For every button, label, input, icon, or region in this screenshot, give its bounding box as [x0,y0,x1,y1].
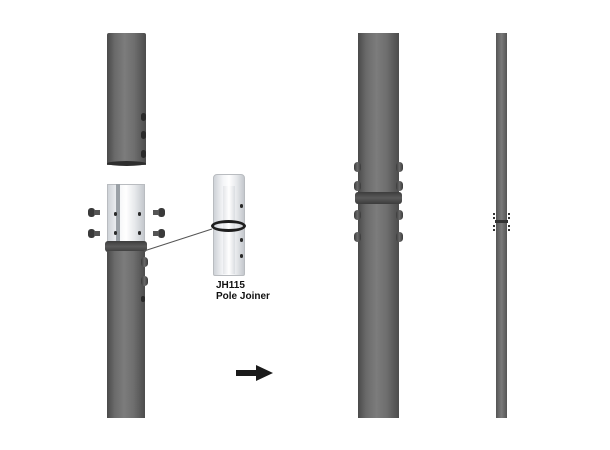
full-pole-screw [493,213,495,215]
screw-head [354,181,361,191]
full-pole-screw [493,229,495,231]
screw-head [396,162,403,172]
screw-icon [153,229,165,238]
full-pole-screw [508,217,510,219]
joiner-slot [116,184,120,242]
joiner-hole [240,238,243,242]
lower-pole-knob [141,276,148,286]
full-pole-screw [493,225,495,227]
screw-head [354,210,361,220]
lower-pole-collar [105,241,147,252]
full-pole-screw [508,225,510,227]
screw-head [396,210,403,220]
lower-pole-hole [141,296,145,302]
joiner-hole [114,212,117,216]
upper-pole [107,33,146,165]
full-pole-screw [493,217,495,219]
lower-pole [107,251,145,418]
joiner-hole [138,212,141,216]
part-code-label: JH115 [216,280,245,291]
full-pole-ring [495,220,508,223]
upper-pole-hole [141,113,146,121]
assembled-pole [358,33,399,418]
right-arrow-icon [236,365,273,381]
leader-line [143,228,213,252]
joiner-hole [240,204,243,208]
screw-head [396,232,403,242]
joiner-hole [114,231,117,235]
joiner-hole [240,254,243,258]
lower-pole-knob [141,257,148,267]
upper-pole-hole [141,150,146,158]
screw-icon [88,229,100,238]
full-pole [496,33,507,418]
screw-head [354,232,361,242]
screw-head [396,181,403,191]
part-name-label: Pole Joiner [216,291,270,302]
full-pole-screw [508,213,510,215]
screw-icon [153,208,165,217]
upper-pole-hole [141,131,146,139]
screw-head [354,162,361,172]
assembled-ring [355,192,402,204]
joiner-ring [211,220,246,232]
screw-icon [88,208,100,217]
full-pole-screw [508,229,510,231]
upper-pole-bottom-rim [107,161,146,166]
joiner-hole [138,231,141,235]
